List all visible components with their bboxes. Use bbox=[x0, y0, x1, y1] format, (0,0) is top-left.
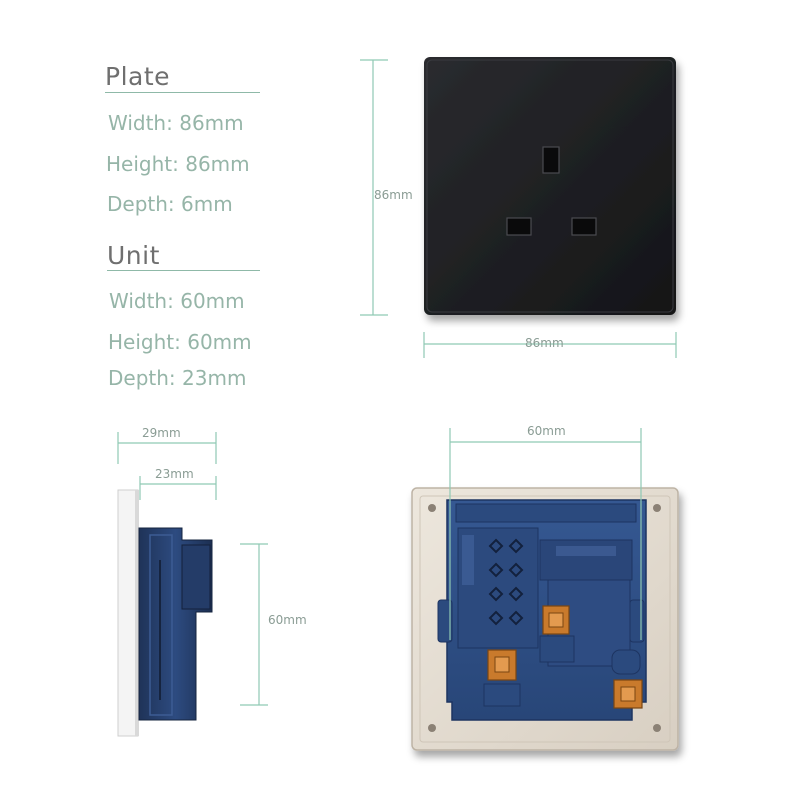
frame-screw-hole bbox=[653, 504, 661, 512]
spec-label: Width bbox=[109, 289, 168, 313]
neutral-terminal-screw bbox=[620, 686, 636, 702]
terminal-label-strip bbox=[462, 535, 474, 585]
spec-label: Height bbox=[106, 152, 173, 176]
frame-screw-hole bbox=[428, 504, 436, 512]
spec-label: Depth bbox=[107, 192, 168, 216]
side-unit-bracket bbox=[149, 534, 173, 716]
terminal-clamp bbox=[483, 683, 521, 707]
plate-depth-spec: Depth: 6mm bbox=[107, 192, 233, 216]
live-terminal-screw bbox=[494, 656, 510, 673]
back-width-dimension bbox=[449, 428, 642, 640]
terminal-slots bbox=[488, 538, 524, 626]
spec-value: 60mm bbox=[187, 330, 252, 354]
unit-height-spec: Height: 60mm bbox=[108, 330, 252, 354]
side-unit-depth-dimension bbox=[139, 476, 217, 500]
live-pin-slot bbox=[506, 217, 532, 236]
side-height-dimension bbox=[240, 543, 268, 706]
side-unit-depth-label: 23mm bbox=[155, 467, 194, 481]
spec-label: Height bbox=[108, 330, 175, 354]
unit-heading-rule bbox=[107, 270, 260, 271]
earth-pin-slot bbox=[542, 146, 560, 174]
back-frame-inner bbox=[419, 495, 671, 743]
faceplate-bevel bbox=[426, 59, 674, 313]
side-height-label: 60mm bbox=[268, 613, 307, 627]
neutral-pin-slot bbox=[571, 217, 597, 236]
unit-top-rib bbox=[455, 503, 637, 523]
side-view bbox=[117, 489, 213, 737]
housing-marking bbox=[556, 546, 616, 556]
unit-depth-spec: Depth: 23mm bbox=[108, 366, 247, 390]
side-plate-face bbox=[135, 490, 139, 736]
front-width-dimension bbox=[423, 332, 677, 358]
spec-value: 86mm bbox=[179, 111, 244, 135]
unit-side-tab bbox=[437, 599, 453, 643]
unit-width-spec: Width: 60mm bbox=[109, 289, 245, 313]
spec-label: Depth bbox=[108, 366, 169, 390]
front-height-label: 86mm bbox=[374, 188, 413, 202]
front-height-dimension bbox=[360, 59, 388, 316]
frame-screw-hole bbox=[653, 724, 661, 732]
side-total-depth-label: 29mm bbox=[142, 426, 181, 440]
unit-side-tab bbox=[629, 599, 645, 643]
faceplate bbox=[424, 57, 676, 315]
unit-heading: Unit bbox=[107, 241, 160, 270]
back-view bbox=[411, 487, 679, 751]
plate-heading: Plate bbox=[105, 62, 171, 91]
front-width-label: 86mm bbox=[525, 336, 564, 350]
spec-label: Width bbox=[108, 111, 167, 135]
back-width-label: 60mm bbox=[527, 424, 566, 438]
plate-width-spec: Width: 86mm bbox=[108, 111, 244, 135]
side-terminal-block bbox=[181, 544, 211, 610]
front-view bbox=[424, 57, 676, 315]
terminal-clamp bbox=[539, 635, 575, 663]
socket-housing bbox=[539, 539, 633, 581]
spec-value: 86mm bbox=[185, 152, 250, 176]
earth-terminal-screw bbox=[548, 612, 564, 628]
spec-value: 6mm bbox=[181, 192, 233, 216]
spec-value: 23mm bbox=[182, 366, 247, 390]
side-total-depth-dimension bbox=[117, 432, 217, 464]
plate-height-spec: Height: 86mm bbox=[106, 152, 250, 176]
frame-screw-hole bbox=[428, 724, 436, 732]
plate-heading-rule bbox=[105, 92, 260, 93]
spec-value: 60mm bbox=[180, 289, 245, 313]
terminal-clamp bbox=[611, 649, 641, 675]
